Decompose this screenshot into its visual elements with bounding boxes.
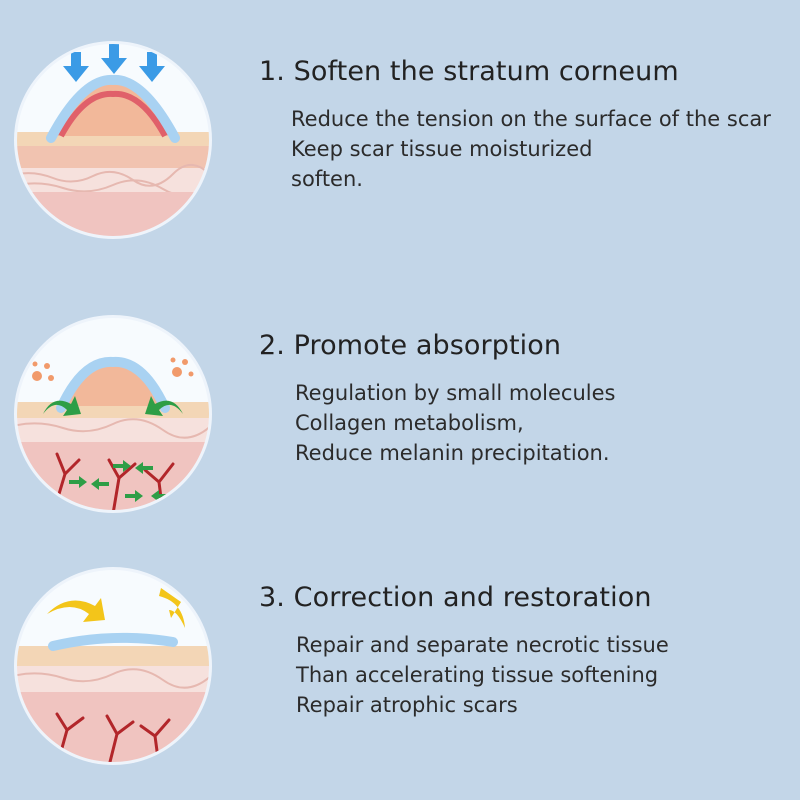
skin-restoration-icon bbox=[13, 566, 213, 766]
section-restoration: 3. Correction and restoration Repair and… bbox=[0, 566, 800, 796]
section-line: Collagen metabolism, bbox=[295, 411, 524, 435]
section-title: 2. Promote absorption bbox=[259, 330, 562, 361]
section-lines: Reduce the tension on the surface of the… bbox=[291, 104, 771, 194]
section-line: Repair atrophic scars bbox=[296, 693, 518, 717]
section-title: 1. Soften the stratum corneum bbox=[259, 56, 679, 87]
skin-compression-icon bbox=[13, 40, 213, 240]
section-line: Reduce the tension on the surface of the… bbox=[291, 107, 771, 131]
section-absorption: 2. Promote absorption Regulation by smal… bbox=[0, 314, 800, 544]
section-line: soften. bbox=[291, 167, 363, 191]
section-title: 3. Correction and restoration bbox=[259, 582, 652, 613]
section-line: Regulation by small molecules bbox=[295, 381, 616, 405]
section-soften: 1. Soften the stratum corneum Reduce the… bbox=[0, 40, 800, 270]
section-line: Repair and separate necrotic tissue bbox=[296, 633, 669, 657]
section-lines: Repair and separate necrotic tissue Than… bbox=[296, 630, 669, 720]
skin-absorption-icon bbox=[13, 314, 213, 514]
section-line: Keep scar tissue moisturized bbox=[291, 137, 593, 161]
section-line: Than accelerating tissue softening bbox=[296, 663, 659, 687]
section-line: Reduce melanin precipitation. bbox=[295, 441, 610, 465]
section-lines: Regulation by small molecules Collagen m… bbox=[295, 378, 615, 468]
